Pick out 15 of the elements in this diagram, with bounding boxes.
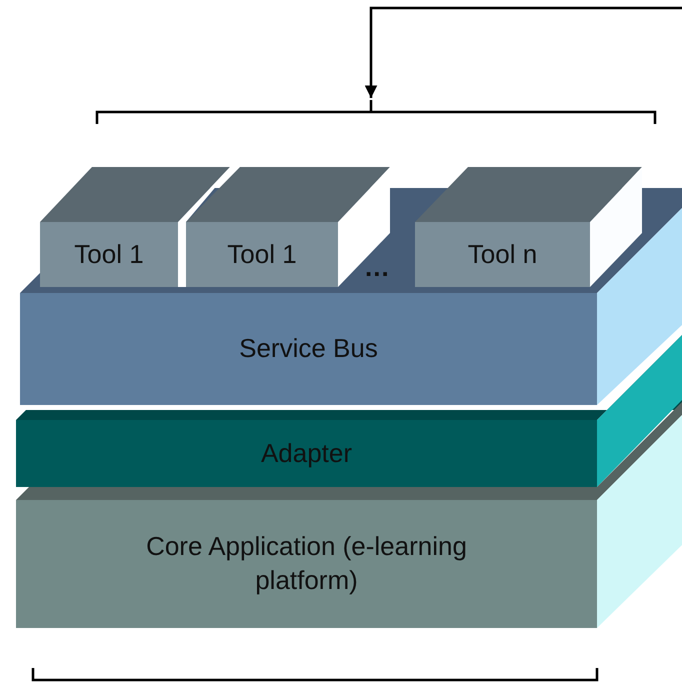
adapter-layer xyxy=(16,420,597,487)
layer-label: Tool 1 xyxy=(227,238,297,271)
tool-block xyxy=(186,222,338,287)
arrow xyxy=(364,6,682,98)
layer-label: Tool n xyxy=(468,238,538,271)
core-application-layer xyxy=(16,500,597,628)
layer-label: Adapter xyxy=(260,436,352,470)
layer-label: Core Application (e-learning platform) xyxy=(145,530,468,597)
bracket xyxy=(95,100,657,124)
tool-block xyxy=(40,222,178,287)
layer-label: Tool 1 xyxy=(74,238,144,271)
tool-block xyxy=(415,222,590,287)
layer-label: Service Bus xyxy=(239,332,378,366)
ellipsis: ... xyxy=(365,252,390,283)
service-bus-layer xyxy=(20,293,597,405)
